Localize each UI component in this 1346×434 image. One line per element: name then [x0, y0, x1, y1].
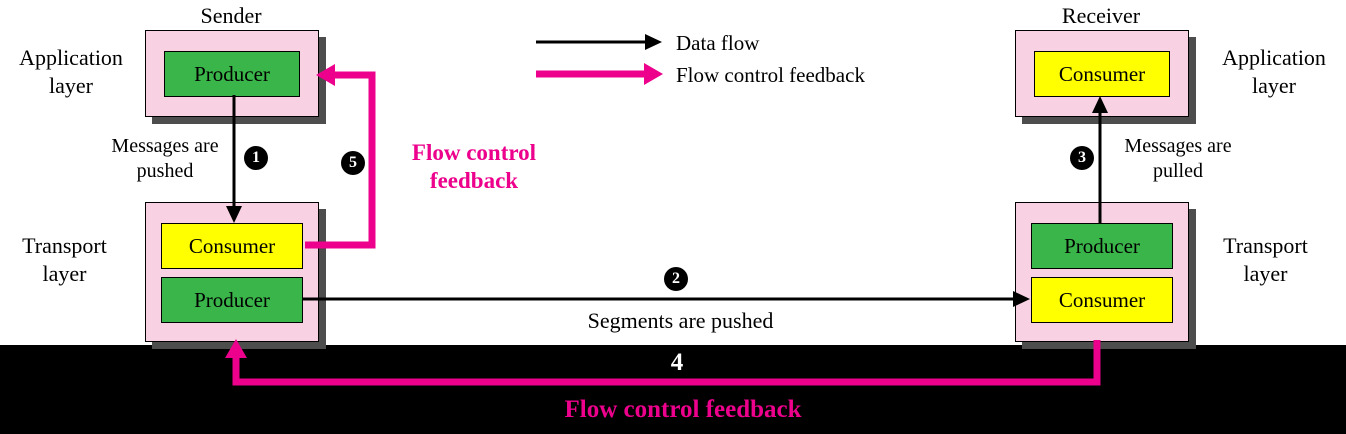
sender-transport-consumer-box: Consumer: [161, 223, 303, 269]
messages-pushed-label: Messages are pushed: [111, 135, 219, 182]
sender-transport-box: Consumer Producer: [145, 202, 319, 342]
segments-push-arrow: [302, 291, 1030, 307]
end-to-end-flow-control-feedback-label: Flow control feedback: [564, 396, 802, 423]
sender-flow-control-feedback-label: Flow control feedback: [411, 140, 537, 193]
sender-transport-layer-label: Transport layer: [22, 233, 107, 286]
sender-application-box: Producer: [145, 30, 319, 117]
receiver-transport-producer-box: Producer: [1031, 223, 1173, 269]
sender-app-producer-box: Producer: [164, 51, 300, 97]
receiver-application-layer-label: Application layer: [1222, 45, 1326, 98]
receiver-transport-consumer-box: Consumer: [1031, 277, 1173, 323]
receiver-application-box: Consumer: [1015, 30, 1189, 117]
receiver-title: Receiver: [1061, 3, 1141, 28]
legend-flow-control-label: Flow control feedback: [676, 63, 865, 87]
receiver-transport-box: Producer Consumer: [1015, 202, 1189, 342]
step-1-badge: 1: [244, 146, 268, 170]
receiver-transport-layer-label: Transport layer: [1223, 233, 1308, 286]
sender-transport-producer-box: Producer: [161, 277, 303, 323]
step-5-badge: 5: [341, 151, 365, 175]
segments-pushed-label: Segments are pushed: [587, 308, 774, 333]
step-3-badge: 3: [1070, 146, 1094, 170]
receiver-app-consumer-box: Consumer: [1034, 51, 1170, 97]
messages-pulled-label: Messages are pulled: [1124, 135, 1232, 182]
step-4-label: 4: [670, 349, 684, 376]
sender-application-layer-label: Application layer: [19, 45, 123, 98]
sender-title: Sender: [200, 3, 262, 28]
legend-data-flow-arrow: [536, 34, 662, 50]
step-2-badge: 2: [664, 267, 688, 291]
legend-flow-feedback-arrow: [536, 63, 663, 85]
legend-data-flow-label: Data flow: [676, 31, 760, 55]
